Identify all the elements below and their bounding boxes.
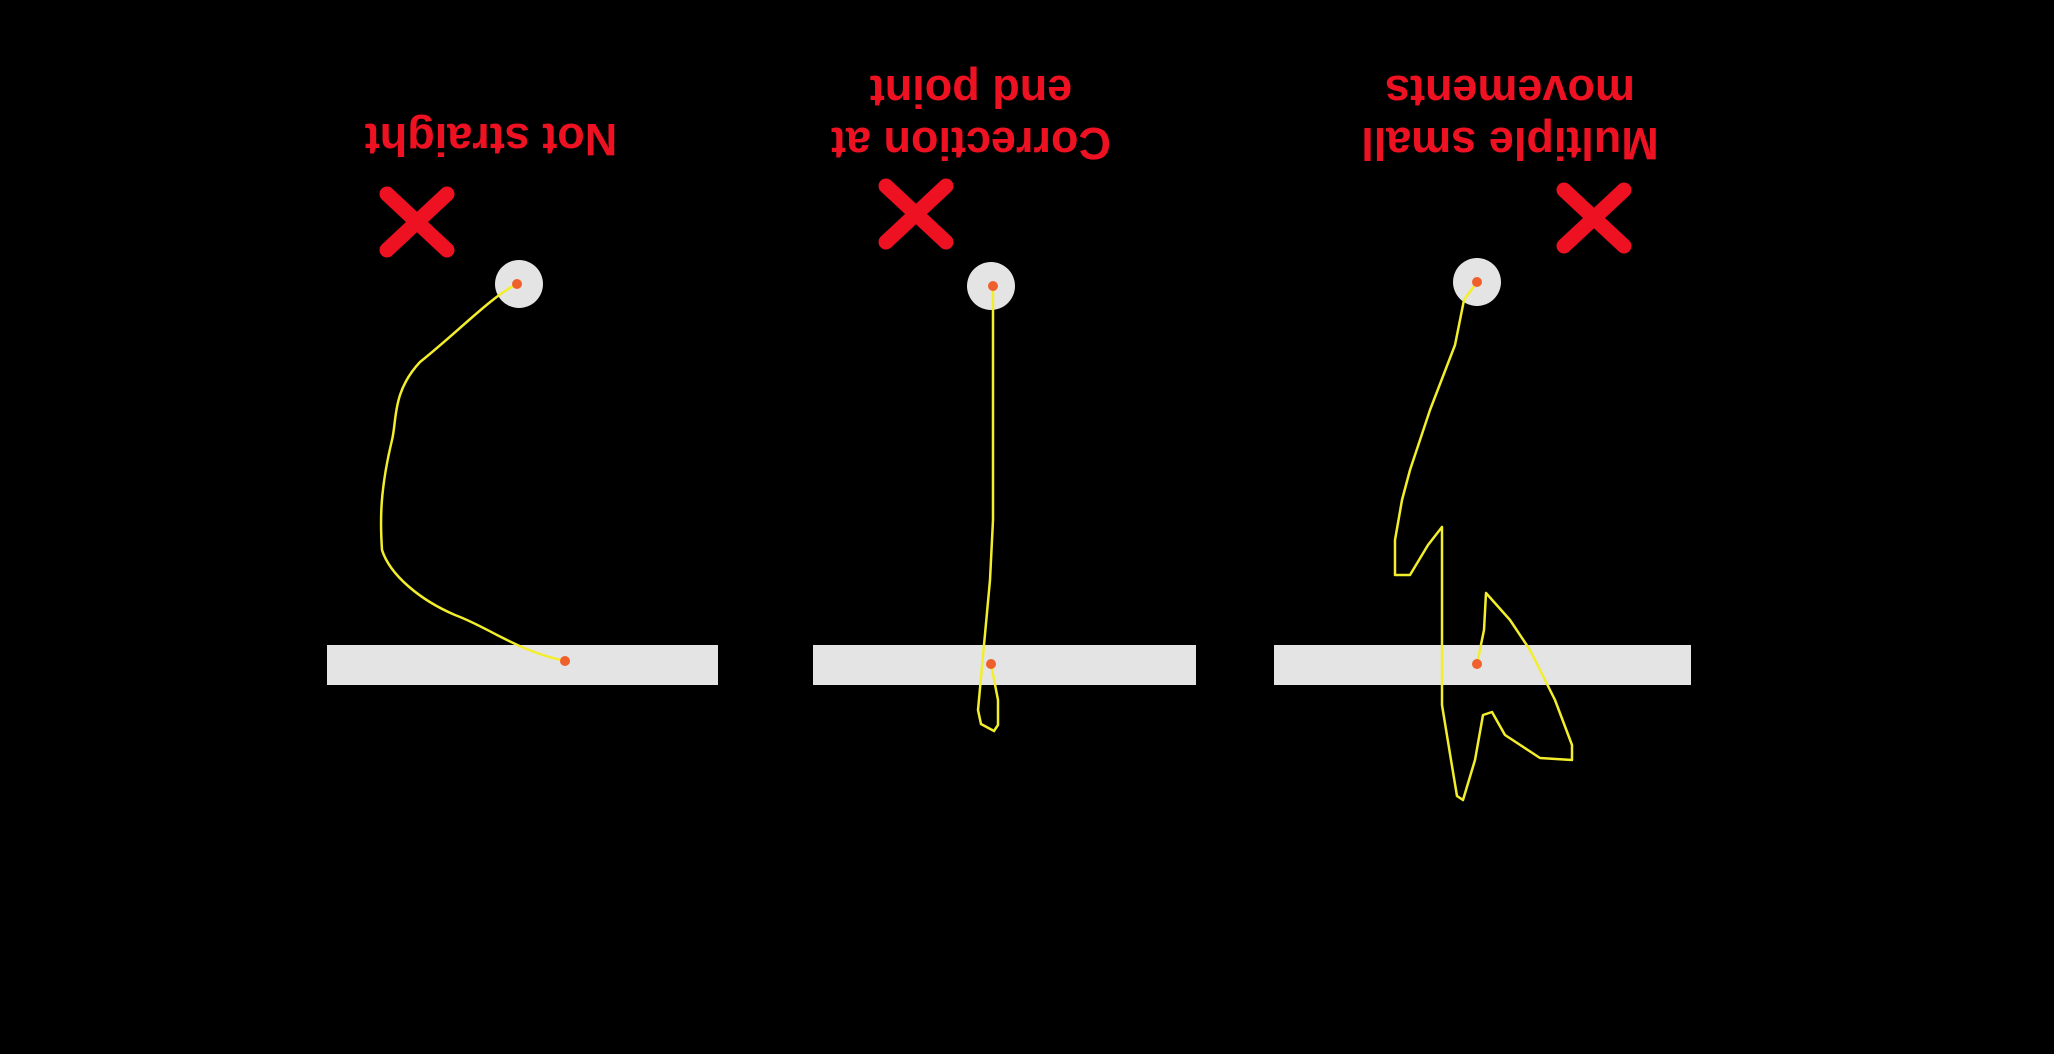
panel-label-line-2: end point [870,66,1072,117]
panel-label: Not straight [365,114,618,165]
panel-label: Correction at end point [831,66,1111,169]
panel-label-line-1: Not straight [365,114,618,165]
end-dot [1472,659,1482,669]
panel-multiple-small-movements: Multiple small movements [1274,66,1691,802]
target-bar [327,645,718,685]
start-dot [512,279,522,289]
start-dot [988,281,998,291]
movement-path [1393,281,1574,802]
end-dot [986,659,996,669]
start-dot [1472,277,1482,287]
panel-not-straight: Not straight [327,114,718,685]
cross-mark-icon [1556,182,1632,254]
panel-correction-at-end-point: Correction at end point [813,66,1196,733]
panel-label-line-1: Correction at [831,118,1111,169]
movement-path [379,282,566,663]
end-dot [560,656,570,666]
cross-mark-icon [379,186,455,258]
movement-path [976,286,1000,733]
cross-mark-icon [878,178,954,250]
panel-label-line-2: movements [1385,66,1635,117]
target-bar [1274,645,1691,685]
panel-label: Multiple small movements [1361,66,1659,169]
target-bar [813,645,1196,685]
panel-label-line-1: Multiple small [1361,118,1659,169]
